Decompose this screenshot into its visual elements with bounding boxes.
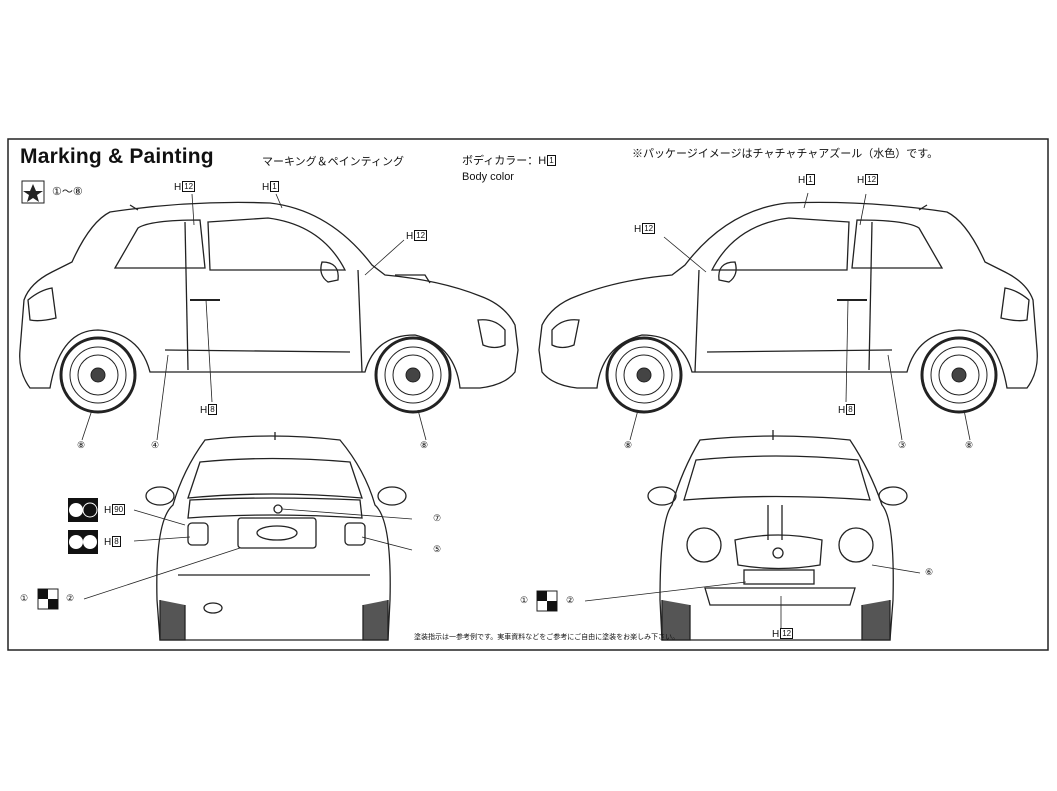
decal-callout-8: ⑧	[965, 440, 974, 450]
body-color-jp: ボディカラー：	[462, 155, 539, 167]
decal-callout-8: ⑧	[624, 440, 633, 450]
decal-callout-4: ④	[151, 440, 160, 450]
decal-icon-rear	[37, 588, 59, 610]
decal-callout-3: ③	[898, 440, 907, 450]
decal-callout-7: ⑦	[433, 513, 442, 523]
page-border	[7, 138, 1049, 651]
leader-lines	[81, 192, 971, 628]
car-side-right	[538, 201, 1038, 389]
decal-range-label: ①～⑧	[52, 186, 83, 198]
star-icon	[21, 180, 45, 204]
paint-swatch-h90-icon	[68, 498, 98, 522]
wheel-left-front	[374, 336, 452, 414]
disclaimer-note: 塗装指示は一参考例です。実車資料などをご参考にご自由に塗装をお楽しみ下さい。	[414, 634, 680, 641]
paint-swatch-h8-icon	[68, 530, 98, 554]
body-color-en: Body color	[462, 171, 514, 183]
decal-callout-2: ②	[566, 595, 575, 605]
wheel-right-front	[605, 336, 683, 414]
car-side-left	[19, 201, 519, 389]
body-color-code: H	[538, 155, 547, 167]
car-front-view	[647, 430, 908, 641]
decal-callout-2: ②	[66, 593, 75, 603]
decal-icon-front	[536, 590, 558, 612]
page-title-jp: マーキング＆ペインティング	[262, 156, 405, 168]
decal-callout-1: ①	[20, 593, 29, 603]
page-title: Marking & Painting	[20, 145, 214, 168]
package-note: ※パッケージイメージはチャチャチャアズール（水色）です。	[632, 148, 939, 160]
decal-callout-8: ⑧	[420, 440, 429, 450]
decal-callout-6: ⑥	[925, 567, 934, 577]
decal-callout-1: ①	[520, 595, 529, 605]
decal-callout-5: ⑤	[433, 544, 442, 554]
car-rear-view	[145, 432, 407, 641]
wheel-left-rear	[59, 336, 137, 414]
wheel-right-rear	[920, 336, 998, 414]
body-color-num: 1	[547, 155, 556, 166]
decal-callout-8: ⑧	[77, 440, 86, 450]
